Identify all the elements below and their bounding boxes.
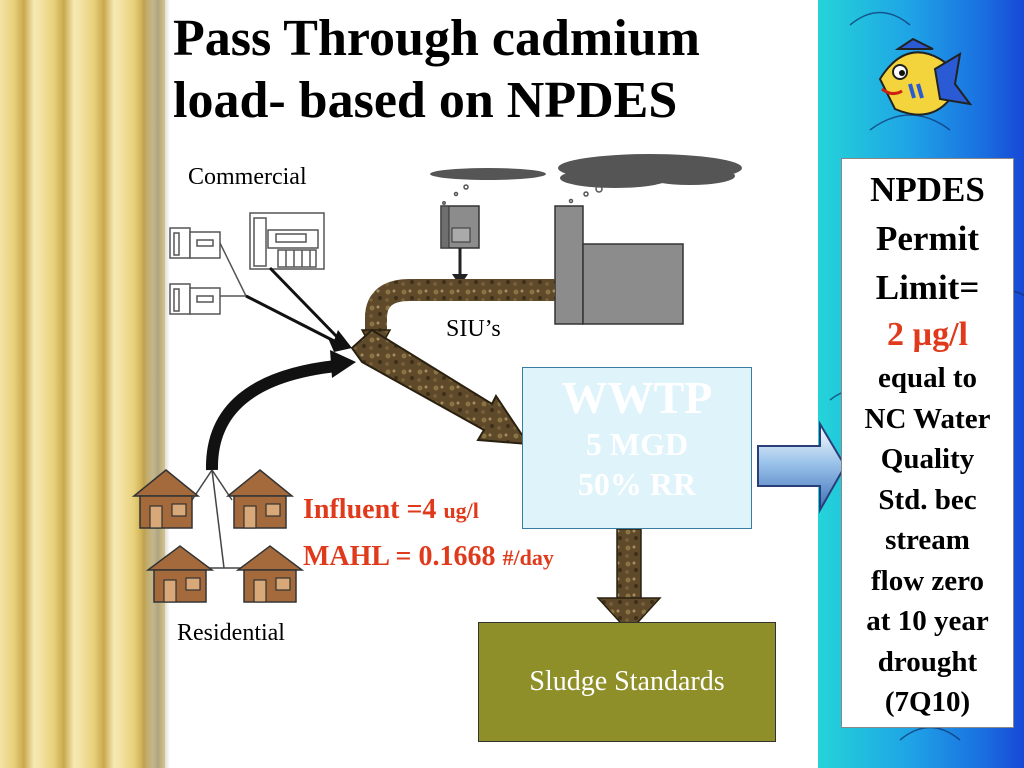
wwtp-removal: 50% RR xyxy=(577,466,697,502)
smoke-dots xyxy=(442,184,603,205)
main-influent-pipe xyxy=(350,328,530,446)
mahl-unit: #/day xyxy=(502,545,554,570)
slide-title: Pass Through cadmium load- based on NPDE… xyxy=(173,8,813,132)
npdes-line-13: (7Q10) xyxy=(884,686,971,718)
npdes-line-9: stream xyxy=(885,524,970,556)
npdes-line-2: Permit xyxy=(876,219,979,258)
sius-label: SIU’s xyxy=(446,316,501,342)
commercial-connector-lines xyxy=(219,242,247,297)
residential-label: Residential xyxy=(177,620,285,646)
npdes-permit-box: NPDES Permit Limit= 2 µg/l equal to NC W… xyxy=(841,158,1014,728)
commercial-building-icon xyxy=(169,212,325,315)
npdes-line-7: Quality xyxy=(880,443,975,475)
influent-text: Influent =4 ug/l xyxy=(303,494,479,526)
influent-unit: ug/l xyxy=(443,498,479,523)
commercial-flow-arrows xyxy=(245,266,342,346)
effluent-arrow xyxy=(757,420,847,514)
npdes-line-10: flow zero xyxy=(871,564,984,597)
siu-building-icon xyxy=(440,205,480,249)
npdes-line-6: NC Water xyxy=(864,402,991,435)
npdes-line-5: equal to xyxy=(877,362,978,394)
sludge-label: Sludge Standards xyxy=(529,666,725,697)
left-border-shadow xyxy=(140,0,170,768)
commercial-label: Commercial xyxy=(188,164,307,190)
fish-icon xyxy=(878,37,973,116)
npdes-line-8: Std. bec xyxy=(878,483,977,516)
cloud-icon xyxy=(430,154,742,188)
house-details xyxy=(149,503,291,603)
influent-label: Influent =4 xyxy=(303,494,437,525)
npdes-limit-value: 2 µg/l xyxy=(887,316,968,353)
npdes-line-3: Limit= xyxy=(875,268,980,307)
wwtp-box: WWTP 5 MGD 50% RR xyxy=(522,367,752,529)
mahl-text: MAHL = 0.1668 #/day xyxy=(303,541,554,573)
title-line-2: load- based on NPDES xyxy=(173,72,678,129)
wwtp-flow: 5 MGD xyxy=(585,426,689,462)
npdes-line-12: drought xyxy=(877,645,978,678)
striped-left-border xyxy=(0,0,165,768)
npdes-line-1: NPDES xyxy=(870,170,985,209)
residential-flow-arrow xyxy=(205,360,337,471)
sludge-pipe xyxy=(616,528,642,602)
wwtp-title: WWTP xyxy=(561,372,713,423)
npdes-line-11: at 10 year xyxy=(866,605,989,637)
mahl-label: MAHL = 0.1668 xyxy=(303,541,496,572)
siu-pipe xyxy=(365,279,555,336)
industrial-factory-icon xyxy=(554,205,684,325)
sludge-standards-box: Sludge Standards xyxy=(478,622,776,742)
title-line-1: Pass Through cadmium xyxy=(173,10,700,67)
